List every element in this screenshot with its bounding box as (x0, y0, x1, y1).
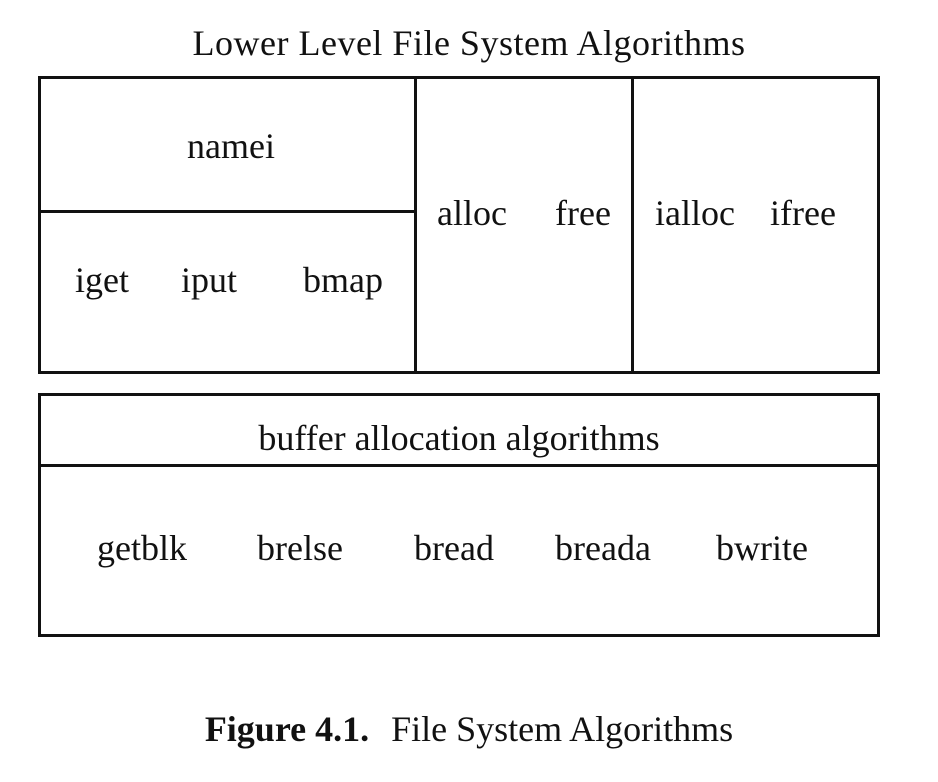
buffer-ops-box (38, 464, 880, 637)
ialloc-label: ialloc (655, 193, 735, 233)
brelse-label: brelse (257, 528, 343, 568)
free-label: free (555, 193, 611, 233)
iput-label: iput (181, 260, 238, 300)
figure-caption: Figure 4.1. File System Algorithms (0, 708, 938, 750)
upper-algorithms-box (38, 76, 880, 374)
figure-caption-text: File System Algorithms (391, 709, 734, 749)
divider-alloc-ialloc (631, 76, 634, 374)
bread-label: bread (414, 528, 494, 568)
getblk-label: getblk (97, 528, 187, 568)
bmap-label: bmap (303, 260, 383, 300)
alloc-label: alloc (437, 193, 507, 233)
figure-number: Figure 4.1. (204, 709, 370, 749)
namei-label: namei (187, 126, 275, 166)
ifree-label: ifree (770, 193, 836, 233)
diagram-title: Lower Level File System Algorithms (192, 23, 746, 63)
buffer-allocation-heading: buffer allocation algorithms (258, 418, 660, 458)
breada-label: breada (555, 528, 651, 568)
bwrite-label: bwrite (716, 528, 808, 568)
divider-namei-iget (38, 210, 416, 213)
iget-label: iget (75, 260, 129, 300)
divider-namei-alloc (414, 76, 417, 374)
